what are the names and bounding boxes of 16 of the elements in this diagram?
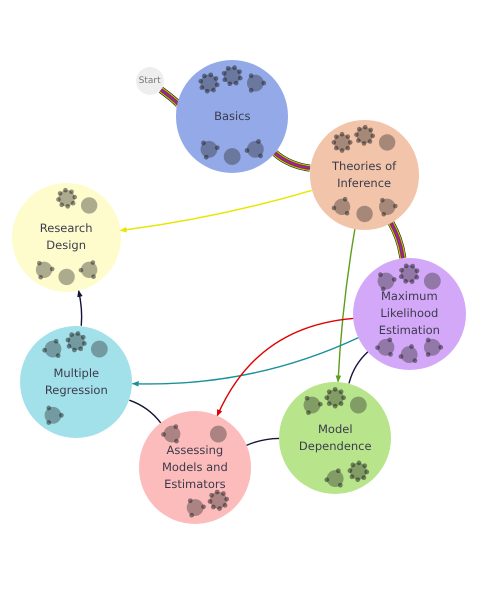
arrow (77, 290, 83, 326)
arrow (120, 190, 312, 232)
topic-label: Multiple Regression (44, 364, 109, 399)
start-circle (136, 67, 164, 96)
topic-label: Theories of Inference (331, 158, 398, 192)
arrow (132, 336, 359, 387)
topic-label: Assessing Models and Estimators (160, 442, 229, 493)
arrow (216, 318, 354, 417)
arrow (336, 228, 356, 382)
topic-label: Model Dependence (298, 420, 373, 455)
topic-label: Basics (214, 108, 250, 125)
start-label: Start (138, 76, 161, 87)
striped-arrow (388, 220, 406, 259)
topic-label: Maximum Likelihood Estimation (378, 288, 441, 340)
striped-arrow (272, 150, 311, 172)
topic-label: Research Design (38, 220, 94, 254)
